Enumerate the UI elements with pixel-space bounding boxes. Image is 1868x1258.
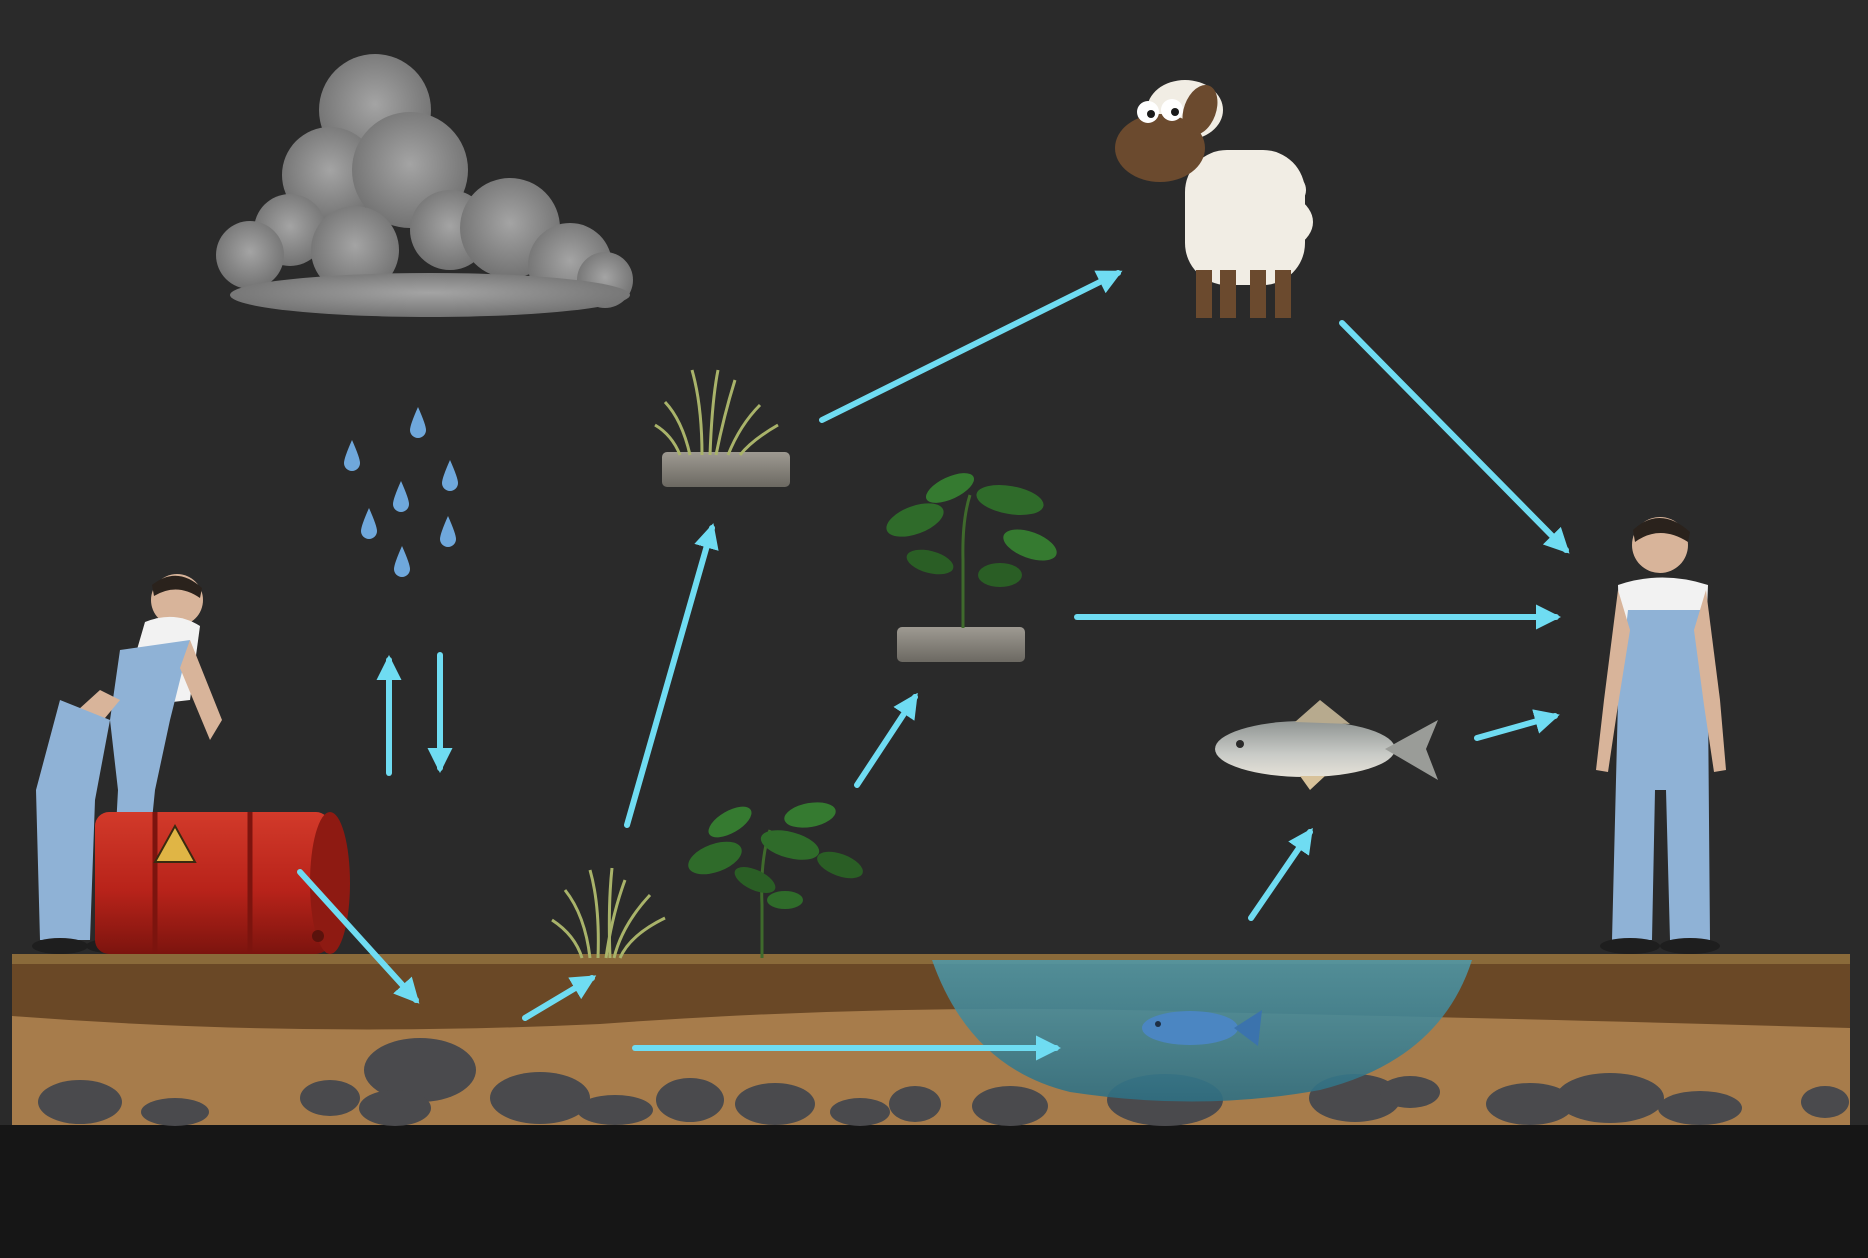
bottom-band xyxy=(0,1125,1868,1258)
sheep-icon xyxy=(1115,80,1313,318)
cloud-icon xyxy=(216,54,633,317)
rock-layer xyxy=(38,1038,1849,1126)
fish-in-pond xyxy=(1142,1010,1262,1046)
ground-surface xyxy=(12,954,1850,964)
arrow-sheep-to-person xyxy=(1339,320,1570,554)
person-receiver xyxy=(1596,517,1726,954)
grass-on-stone xyxy=(654,369,790,487)
arrow-pond-to-fish xyxy=(1248,827,1313,921)
raindrops-icon xyxy=(344,407,458,577)
fish-icon xyxy=(1215,700,1438,790)
arrow-fish-to-person xyxy=(1474,709,1560,741)
stone-base xyxy=(897,627,1025,662)
soil-layer xyxy=(12,954,1850,1126)
grass-in-soil xyxy=(551,867,666,959)
worker-with-drum xyxy=(32,574,222,954)
plant-in-soil xyxy=(688,802,863,958)
pond xyxy=(932,960,1472,1102)
arrows xyxy=(297,270,1570,1061)
stone-base xyxy=(662,452,790,487)
arrow-plant-to-stone-plant xyxy=(854,692,918,788)
arrow-grass-to-sheep xyxy=(819,270,1123,423)
plant-on-stone xyxy=(886,473,1057,662)
arrow-grass-to-stone-grass xyxy=(624,523,719,828)
arrow-soil-to-grass xyxy=(522,975,597,1021)
arrow-drum-to-soil xyxy=(297,869,420,1004)
